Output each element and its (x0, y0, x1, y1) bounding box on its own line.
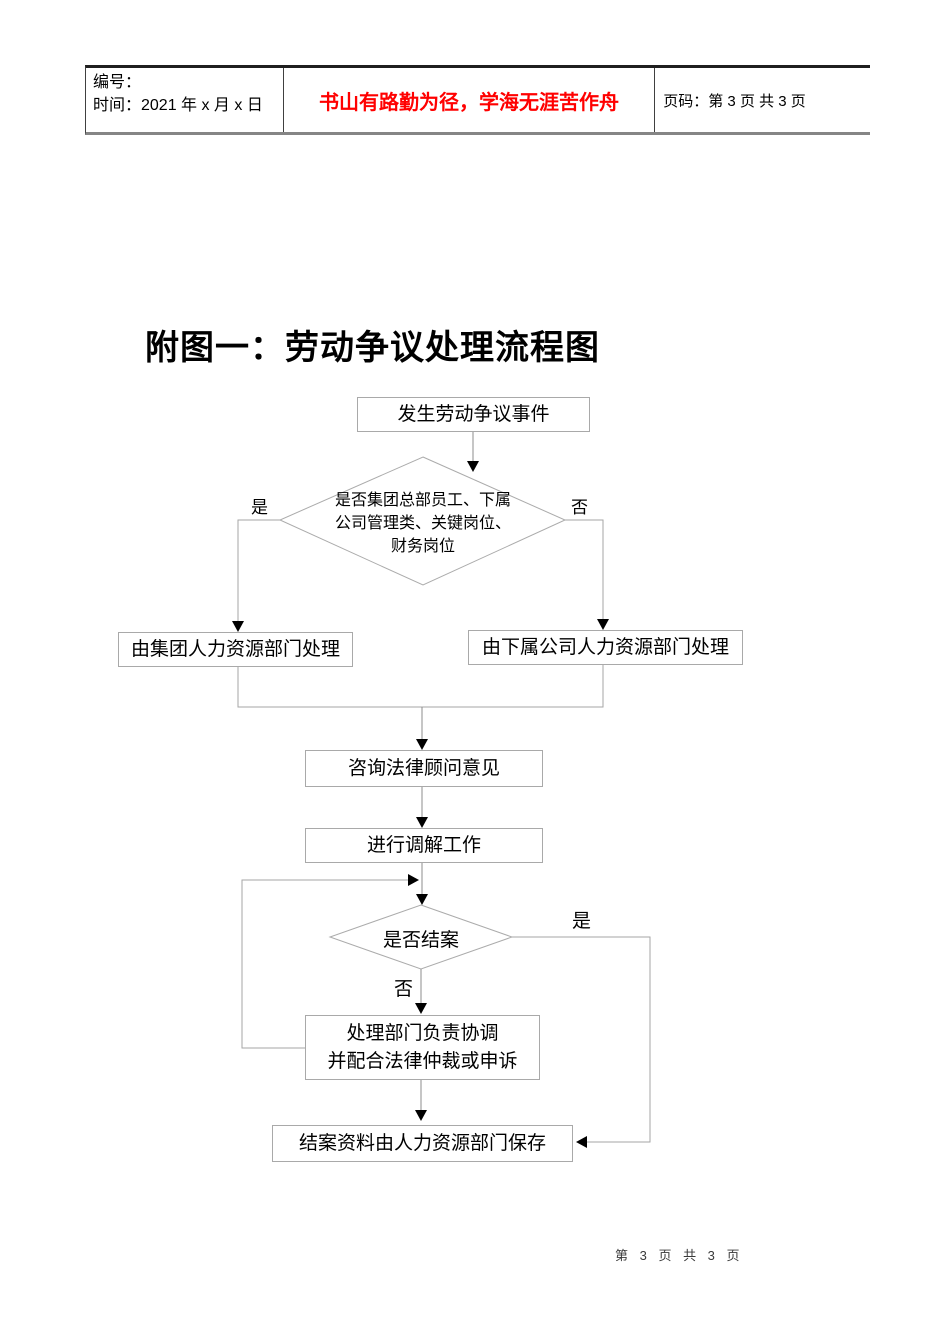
header-cell-meta: 编号： 时间：2021 年 x 月 x 日 (86, 68, 284, 132)
header-cell-page: 页码：第 3 页 共 3 页 (655, 68, 870, 132)
page-title: 附图一：劳动争议处理流程图 (145, 329, 600, 367)
header-table: 编号： 时间：2021 年 x 月 x 日 书山有路勤为径，学海无涯苦作舟 页码… (85, 65, 870, 135)
arrow-down-icon (416, 739, 428, 750)
decision1-diamond-shape (278, 456, 567, 586)
arrow-down-icon (416, 894, 428, 905)
node-mediate: 进行调解工作 (305, 828, 543, 863)
arrow-down-icon (232, 621, 244, 632)
node-group-hr: 由集团人力资源部门处理 (118, 632, 353, 667)
node-decision2-text: 是否结案 (382, 930, 459, 951)
header-time-label: 时间：2021 年 x 月 x 日 (93, 97, 263, 114)
header-motto-text: 书山有路勤为径，学海无涯苦作舟 (319, 91, 619, 114)
connector-lines (237, 519, 651, 1143)
arrowheads (232, 461, 609, 1148)
node-coordinate: 处理部门负责协调 并配合法律仲裁或申诉 (305, 1015, 540, 1080)
node-decision1-text: 是否集团总部员工、下属 公司管理类、关键岗位、 财务岗位 (334, 492, 511, 555)
arrow-right-icon (408, 874, 419, 886)
node-archive: 结案资料由人力资源部门保存 (272, 1125, 573, 1162)
node-start: 发生劳动争议事件 (357, 397, 590, 432)
arrow-left-icon (576, 1136, 587, 1148)
node-consult: 咨询法律顾问意见 (305, 750, 543, 787)
arrow-down-icon (415, 1110, 427, 1121)
header-page-info: 页码：第 3 页 共 3 页 (663, 92, 806, 110)
node-subsidiary-hr: 由下属公司人力资源部门处理 (468, 630, 743, 665)
header-number-label: 编号： (93, 74, 142, 91)
branch-label-no-1: 否 (571, 498, 588, 517)
arrow-down-icon (467, 461, 479, 472)
arrow-down-icon (597, 619, 609, 630)
footer-page-number: 第 3 页 共 3 页 (615, 1248, 744, 1263)
branch-label-yes-2: 是 (572, 911, 592, 932)
arrow-down-icon (415, 1003, 427, 1014)
branch-label-yes-1: 是 (251, 498, 268, 517)
arrow-down-icon (416, 817, 428, 828)
header-cell-motto: 书山有路勤为径，学海无涯苦作舟 (284, 68, 656, 132)
arrow-shafts (420, 432, 474, 1112)
branch-label-no-2: 否 (394, 979, 414, 1000)
